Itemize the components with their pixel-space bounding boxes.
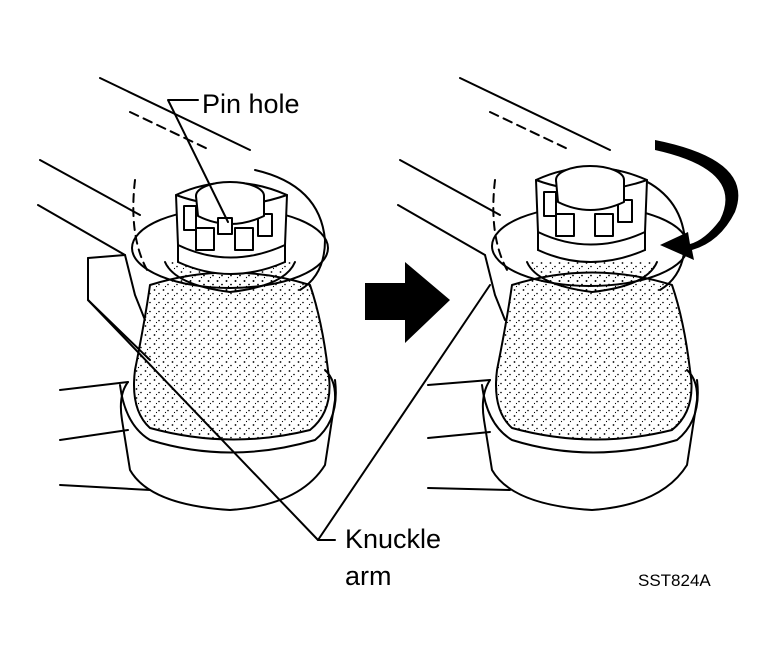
right-castle-nut: [535, 165, 648, 263]
arm-label: arm: [345, 561, 392, 591]
right-knuckle-arm: [397, 77, 611, 321]
left-assembly: [37, 77, 337, 541]
right-assembly: [317, 77, 699, 541]
clockwise-arrow-icon: [655, 140, 739, 260]
knuckle-label: Knuckle: [345, 524, 441, 554]
left-pin-hole: [217, 217, 233, 235]
right-arrow-icon: [365, 262, 450, 343]
pin-hole-leader: [167, 99, 229, 223]
figure-code: SST824A: [638, 571, 711, 590]
left-castle-nut: [175, 181, 288, 275]
right-dust-boot: [481, 261, 699, 454]
pin-hole-label: Pin hole: [202, 89, 300, 119]
knuckle-leader-right: [317, 284, 491, 541]
left-dust-boot: [119, 261, 337, 454]
